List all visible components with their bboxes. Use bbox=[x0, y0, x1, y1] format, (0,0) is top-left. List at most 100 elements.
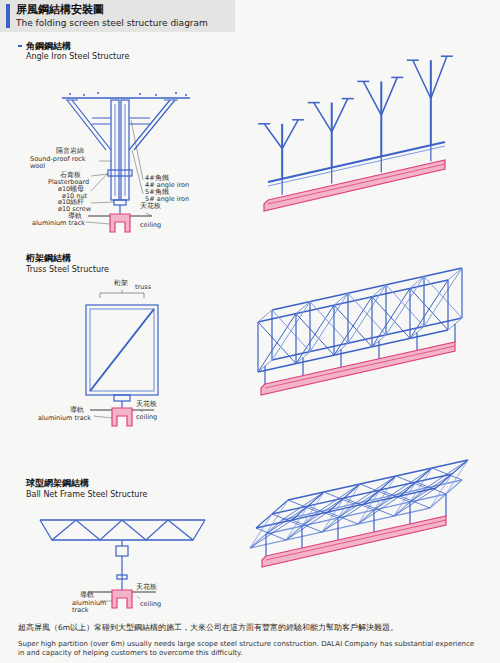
hanger-rod bbox=[373, 510, 374, 532]
steel-member bbox=[288, 460, 468, 500]
label-text: truss bbox=[135, 284, 151, 291]
leader-lines bbox=[94, 410, 143, 418]
steel-member bbox=[314, 103, 332, 132]
hanger-rod bbox=[265, 534, 266, 556]
steel-member bbox=[447, 280, 448, 330]
steel-member bbox=[391, 77, 403, 79]
ceiling-speckle bbox=[69, 92, 187, 96]
label-text: 導軌 bbox=[70, 407, 84, 414]
steel-member bbox=[292, 119, 304, 121]
hanger-rod bbox=[378, 341, 379, 359]
steel-member bbox=[423, 276, 424, 326]
steel-member bbox=[441, 55, 453, 57]
hanger-rod bbox=[282, 179, 283, 195]
title-bar-accent bbox=[6, 4, 10, 28]
steel-member bbox=[266, 500, 288, 534]
steel-member bbox=[272, 514, 302, 526]
steel-member bbox=[258, 314, 296, 372]
steel-member bbox=[430, 60, 432, 145]
hanger-rod bbox=[264, 366, 265, 384]
steel-member bbox=[342, 98, 354, 100]
steel-member bbox=[322, 498, 344, 532]
steel-member bbox=[309, 302, 310, 352]
steel-member bbox=[271, 310, 272, 360]
hanger-rod bbox=[409, 502, 410, 524]
hanger-rod bbox=[340, 349, 341, 367]
label-text: 導軌 bbox=[80, 592, 94, 599]
label-text: 天花板 bbox=[140, 203, 161, 210]
hanger-rod bbox=[337, 518, 338, 540]
steel-member bbox=[296, 305, 334, 363]
steel-member bbox=[446, 460, 468, 494]
label-text: ceiling bbox=[136, 414, 157, 421]
steel-member bbox=[386, 285, 424, 327]
hanger-rod bbox=[454, 324, 455, 342]
steel-member bbox=[292, 520, 322, 532]
aluminium-track bbox=[262, 516, 446, 567]
steel-member bbox=[348, 293, 386, 335]
steel-member bbox=[258, 280, 448, 322]
caption-text: 超高屏風（6m以上）常碰到大型鋼結構的施工，大來公司在這方面有豐富的經驗和能力幫… bbox=[18, 624, 482, 633]
steel-member bbox=[324, 492, 354, 504]
steel-member bbox=[372, 285, 386, 297]
steel-member bbox=[394, 482, 416, 516]
steel-member bbox=[394, 488, 436, 516]
steel-member bbox=[385, 285, 386, 335]
steel-member bbox=[344, 498, 374, 510]
page-title: 屏風鋼結構安裝圖 bbox=[16, 4, 104, 17]
steel-member bbox=[396, 476, 426, 488]
steel-member bbox=[250, 520, 292, 548]
steel-member bbox=[272, 310, 310, 352]
hanger-rod bbox=[381, 156, 382, 172]
steel-member bbox=[372, 297, 410, 339]
track-edge bbox=[265, 346, 455, 388]
section-heading: 角鋼鋼結構 bbox=[26, 41, 71, 51]
label-text: 天花板 bbox=[136, 584, 157, 591]
steel-member bbox=[424, 268, 462, 326]
steel-member bbox=[256, 528, 286, 540]
steel-member bbox=[334, 293, 348, 305]
section-heading: 桁架鋼結構 bbox=[26, 253, 71, 263]
steel-member bbox=[363, 81, 381, 115]
steel-member bbox=[424, 276, 462, 318]
steel-member bbox=[268, 142, 445, 182]
steel-member bbox=[358, 496, 400, 524]
page-subtitle: The folding screen steel structure diagr… bbox=[16, 18, 208, 28]
steel-member bbox=[286, 506, 308, 540]
steel-member bbox=[358, 490, 380, 524]
steel-member bbox=[407, 59, 419, 61]
steel-member bbox=[371, 297, 372, 347]
steel-member bbox=[296, 314, 334, 356]
steel-member bbox=[400, 496, 430, 508]
steel-member bbox=[410, 280, 448, 338]
steel-member bbox=[364, 504, 394, 516]
section-heading: Angle Iron Steel Structure bbox=[26, 52, 129, 61]
steel-member bbox=[331, 103, 333, 168]
steel-member bbox=[374, 476, 396, 510]
label-text: aluminium track bbox=[38, 415, 94, 422]
steel-member bbox=[281, 124, 283, 179]
steel-member bbox=[380, 490, 410, 502]
steel-member bbox=[347, 293, 348, 343]
bullet bbox=[18, 45, 22, 47]
steel-member bbox=[333, 305, 334, 355]
steel-member bbox=[413, 60, 431, 98]
steel-member bbox=[431, 56, 447, 98]
steel-member bbox=[282, 120, 298, 149]
isometric-views bbox=[250, 56, 468, 567]
label-text: aluminium track bbox=[72, 600, 112, 615]
steel-member bbox=[448, 268, 462, 280]
label-text: 隔音岩綿 bbox=[56, 148, 84, 155]
steel-member bbox=[258, 123, 270, 125]
steel-member bbox=[416, 482, 446, 494]
aluminium-track bbox=[261, 342, 455, 395]
steel-member bbox=[288, 500, 318, 512]
steel-member bbox=[258, 322, 296, 364]
hanger-rod bbox=[301, 526, 302, 548]
hanger-rod bbox=[430, 145, 431, 161]
steel-member bbox=[426, 460, 468, 488]
label-text: Sound-proof rock wool bbox=[30, 156, 100, 171]
steel-member bbox=[308, 506, 338, 518]
aluminium-track bbox=[110, 214, 130, 232]
